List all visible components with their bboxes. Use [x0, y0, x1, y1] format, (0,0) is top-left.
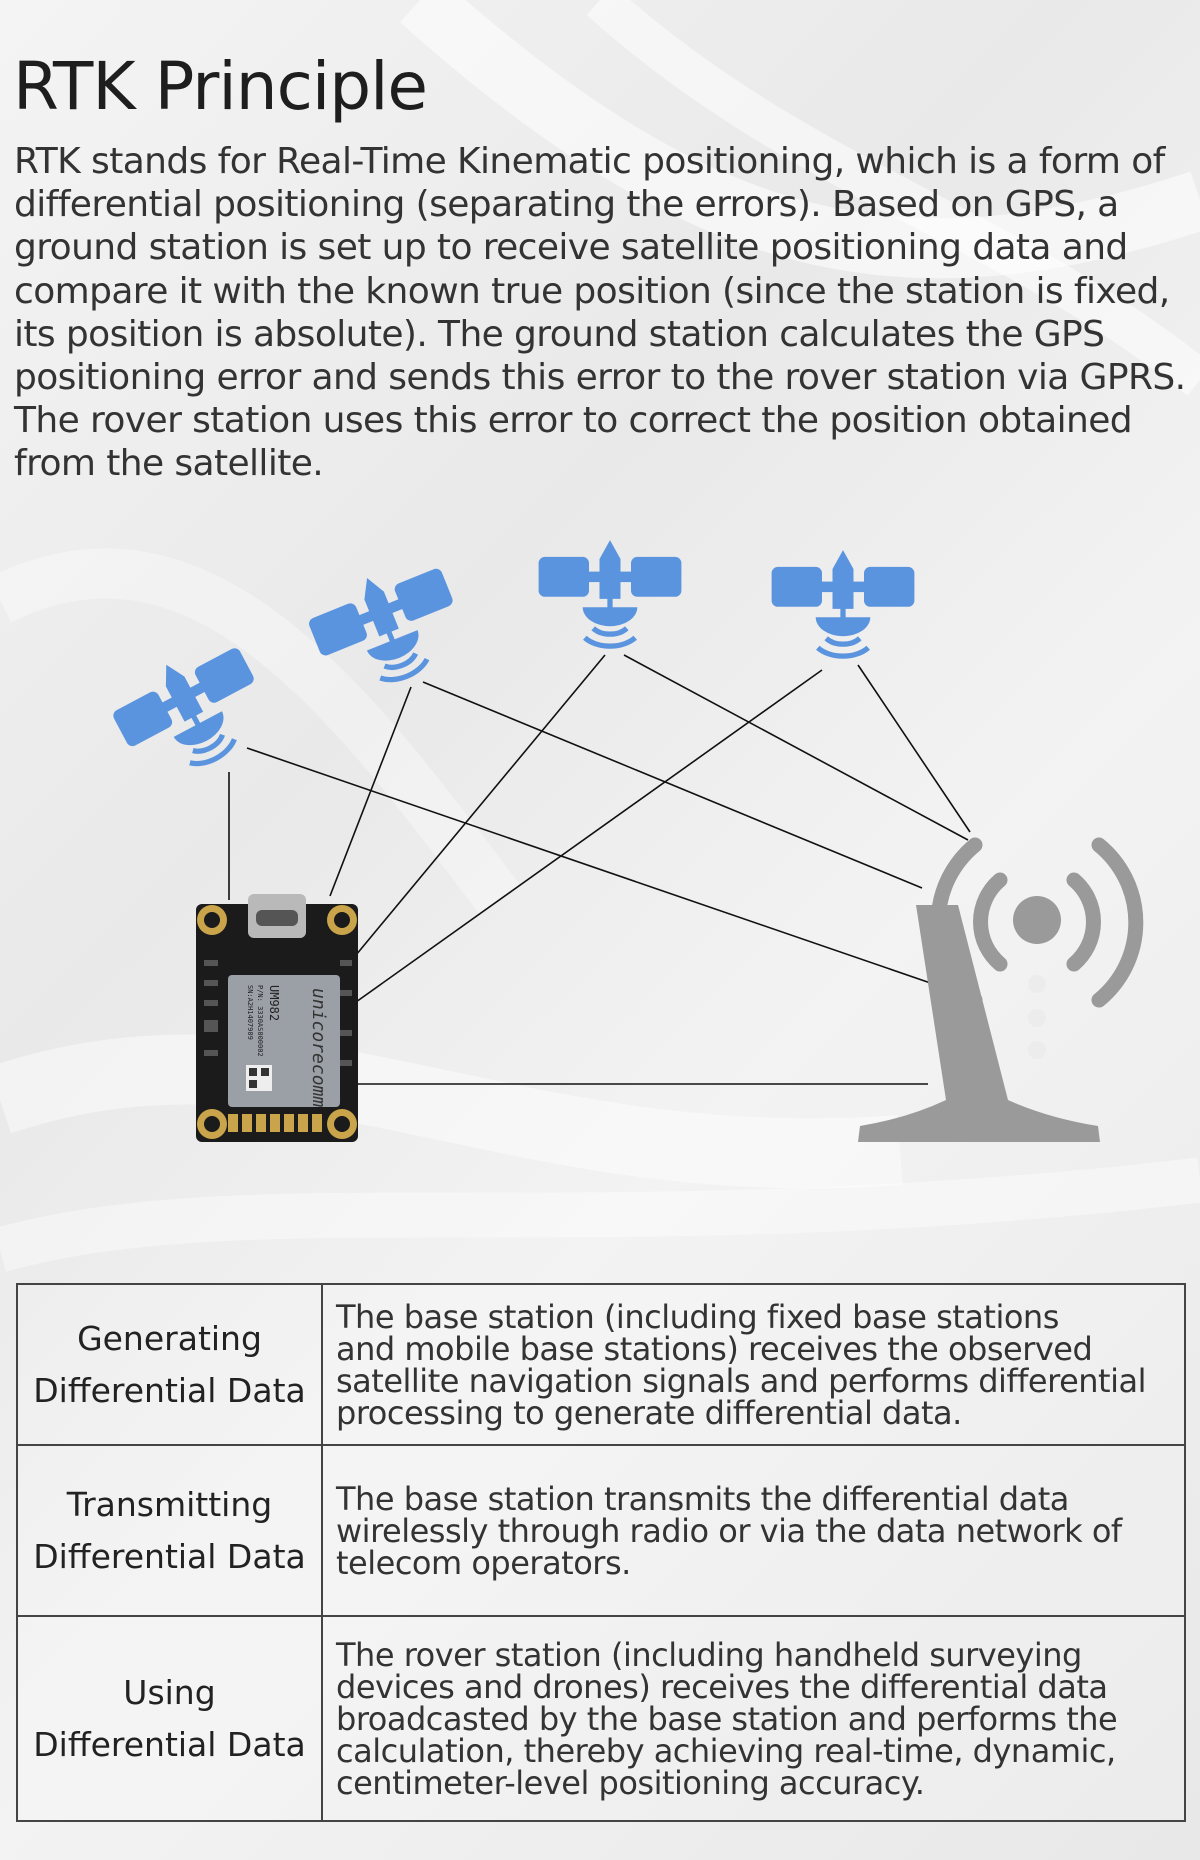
row-heading: Generating Differential Data — [16, 1283, 323, 1446]
row-description: The rover station (including handheld su… — [321, 1615, 1186, 1822]
satellite-icon — [103, 631, 279, 792]
rtk-diagram: unicorecomm UM982 P/N: 3330AS000002 SN:A… — [0, 520, 1144, 1142]
rover-module-board: unicorecomm UM982 P/N: 3330AS000002 SN:A… — [196, 894, 358, 1142]
satellite-icon — [301, 551, 473, 703]
satellite-icon — [539, 540, 682, 646]
module-brand: unicorecomm — [308, 988, 329, 1107]
row-description: The base station transmits the different… — [321, 1444, 1186, 1617]
page-title: RTK Principle — [13, 48, 428, 125]
table-row: Using Differential Data The rover statio… — [16, 1615, 1186, 1822]
antenna-tower-icon — [858, 837, 1144, 1142]
module-sn: SN:A2H1407909 — [246, 985, 254, 1040]
row-description: The base station (including fixed base s… — [321, 1283, 1186, 1446]
intro-paragraph: RTK stands for Real-Time Kinematic posit… — [14, 141, 1186, 485]
satellite-icon — [772, 550, 915, 656]
row-heading: Using Differential Data — [16, 1615, 323, 1822]
row-heading: Transmitting Differential Data — [16, 1444, 323, 1617]
table-row: Transmitting Differential Data The base … — [16, 1444, 1186, 1617]
module-model: UM982 — [267, 985, 281, 1021]
signal-lines — [228, 654, 971, 1085]
table-row: Generating Differential Data The base st… — [16, 1283, 1186, 1446]
differential-data-table: Generating Differential Data The base st… — [16, 1283, 1186, 1822]
module-pn: P/N: 3330AS000002 — [256, 985, 264, 1057]
